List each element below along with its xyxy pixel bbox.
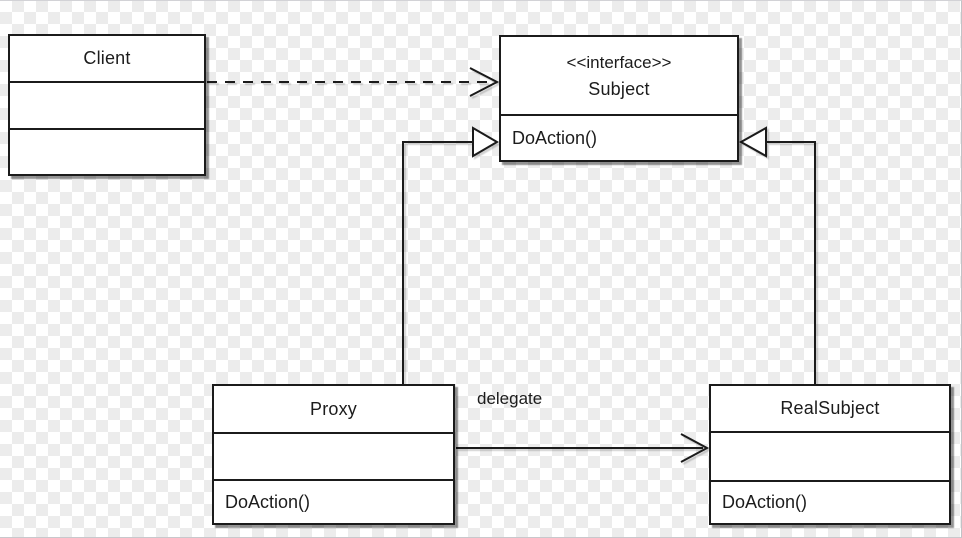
open-arrowhead-icon <box>680 433 710 463</box>
class-box-proxy: Proxy DoAction() <box>212 384 455 525</box>
class-methods-compartment <box>10 128 204 174</box>
class-name-client: Client <box>83 48 131 68</box>
class-methods-compartment: DoAction() <box>711 480 949 523</box>
class-title-compartment: Client <box>10 36 204 81</box>
class-attributes-compartment <box>214 432 453 479</box>
class-attributes-compartment <box>10 81 204 128</box>
class-box-subject: <<interface>> Subject DoAction() <box>499 35 739 162</box>
class-box-client: Client <box>8 34 206 176</box>
method-doaction: DoAction() <box>722 492 808 512</box>
realization-line-realsubject-subject <box>767 141 816 384</box>
class-methods-compartment: DoAction() <box>214 479 453 523</box>
class-name-proxy: Proxy <box>309 398 357 419</box>
stereotype-interface: <<interface>> <box>566 52 672 72</box>
association-label-delegate: delegate <box>477 389 543 408</box>
hollow-triangle-arrowhead-icon <box>738 126 767 158</box>
class-box-realsubject: RealSubject DoAction() <box>709 384 951 525</box>
class-title-compartment: RealSubject <box>711 386 949 431</box>
class-title-compartment: <<interface>> Subject <box>501 37 737 114</box>
class-name-subject: Subject <box>588 78 650 99</box>
method-doaction: DoAction() <box>512 127 598 148</box>
open-arrowhead-icon <box>469 67 500 97</box>
class-title-compartment: Proxy <box>214 386 453 432</box>
hollow-triangle-arrowhead-icon <box>472 126 499 158</box>
class-name-realsubject: RealSubject <box>780 398 880 418</box>
realization-line-proxy-subject <box>402 141 472 384</box>
method-doaction: DoAction() <box>225 491 311 512</box>
class-methods-compartment: DoAction() <box>501 114 737 160</box>
class-attributes-compartment <box>711 431 949 480</box>
